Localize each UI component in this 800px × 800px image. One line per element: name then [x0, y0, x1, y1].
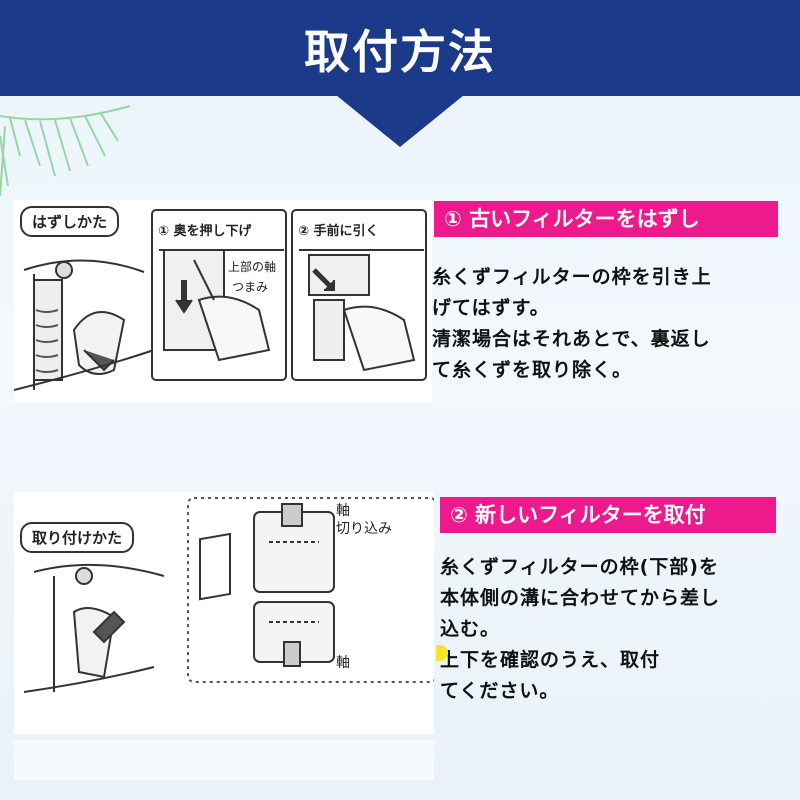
axis-bottom-label: 軸: [336, 655, 350, 671]
notch-label: 切り込み: [336, 521, 392, 537]
upper-axis-label: 上部の軸: [228, 260, 277, 274]
step2-instructions: 糸くずフィルターの枠(下部)を 本体側の溝に合わせてから差し 込む。 上下を確認…: [440, 556, 721, 702]
removal-illustration: はずしかた ① 奥を押し下げ ② 手前に引く 上部の軸 つまみ: [14, 200, 432, 402]
attach-illustration: 取り付けかた 軸 切り込み 軸: [14, 492, 434, 734]
step1-instructions: 糸くずフィルターの枠を引き上 げてはずす。 清潔場合はそれあとで、裏返し て糸く…: [432, 266, 712, 381]
highlight-marker: [436, 645, 448, 661]
page-title: 取付方法: [304, 25, 496, 79]
axis-top-label: 軸: [336, 503, 350, 519]
step1-banner: ① 古いフィルターをはずし: [434, 201, 778, 237]
step2-sub-label: ② 手前に引く: [298, 224, 379, 239]
header-banner: [0, 0, 800, 96]
step2-banner: ② 新しいフィルターを取付: [440, 497, 776, 533]
removal-drawing: [14, 209, 427, 391]
step1-sub-label: ① 奥を押し下げ: [158, 224, 252, 239]
knob-label: つまみ: [232, 280, 269, 294]
attach-caption: 取り付けかた: [20, 522, 135, 553]
bottom-white-strip: [14, 740, 434, 780]
removal-caption: はずしかた: [20, 206, 120, 237]
palm-leaf-decoration: [0, 105, 131, 197]
attach-drawing: [23, 497, 434, 693]
header-notch: [336, 95, 464, 147]
